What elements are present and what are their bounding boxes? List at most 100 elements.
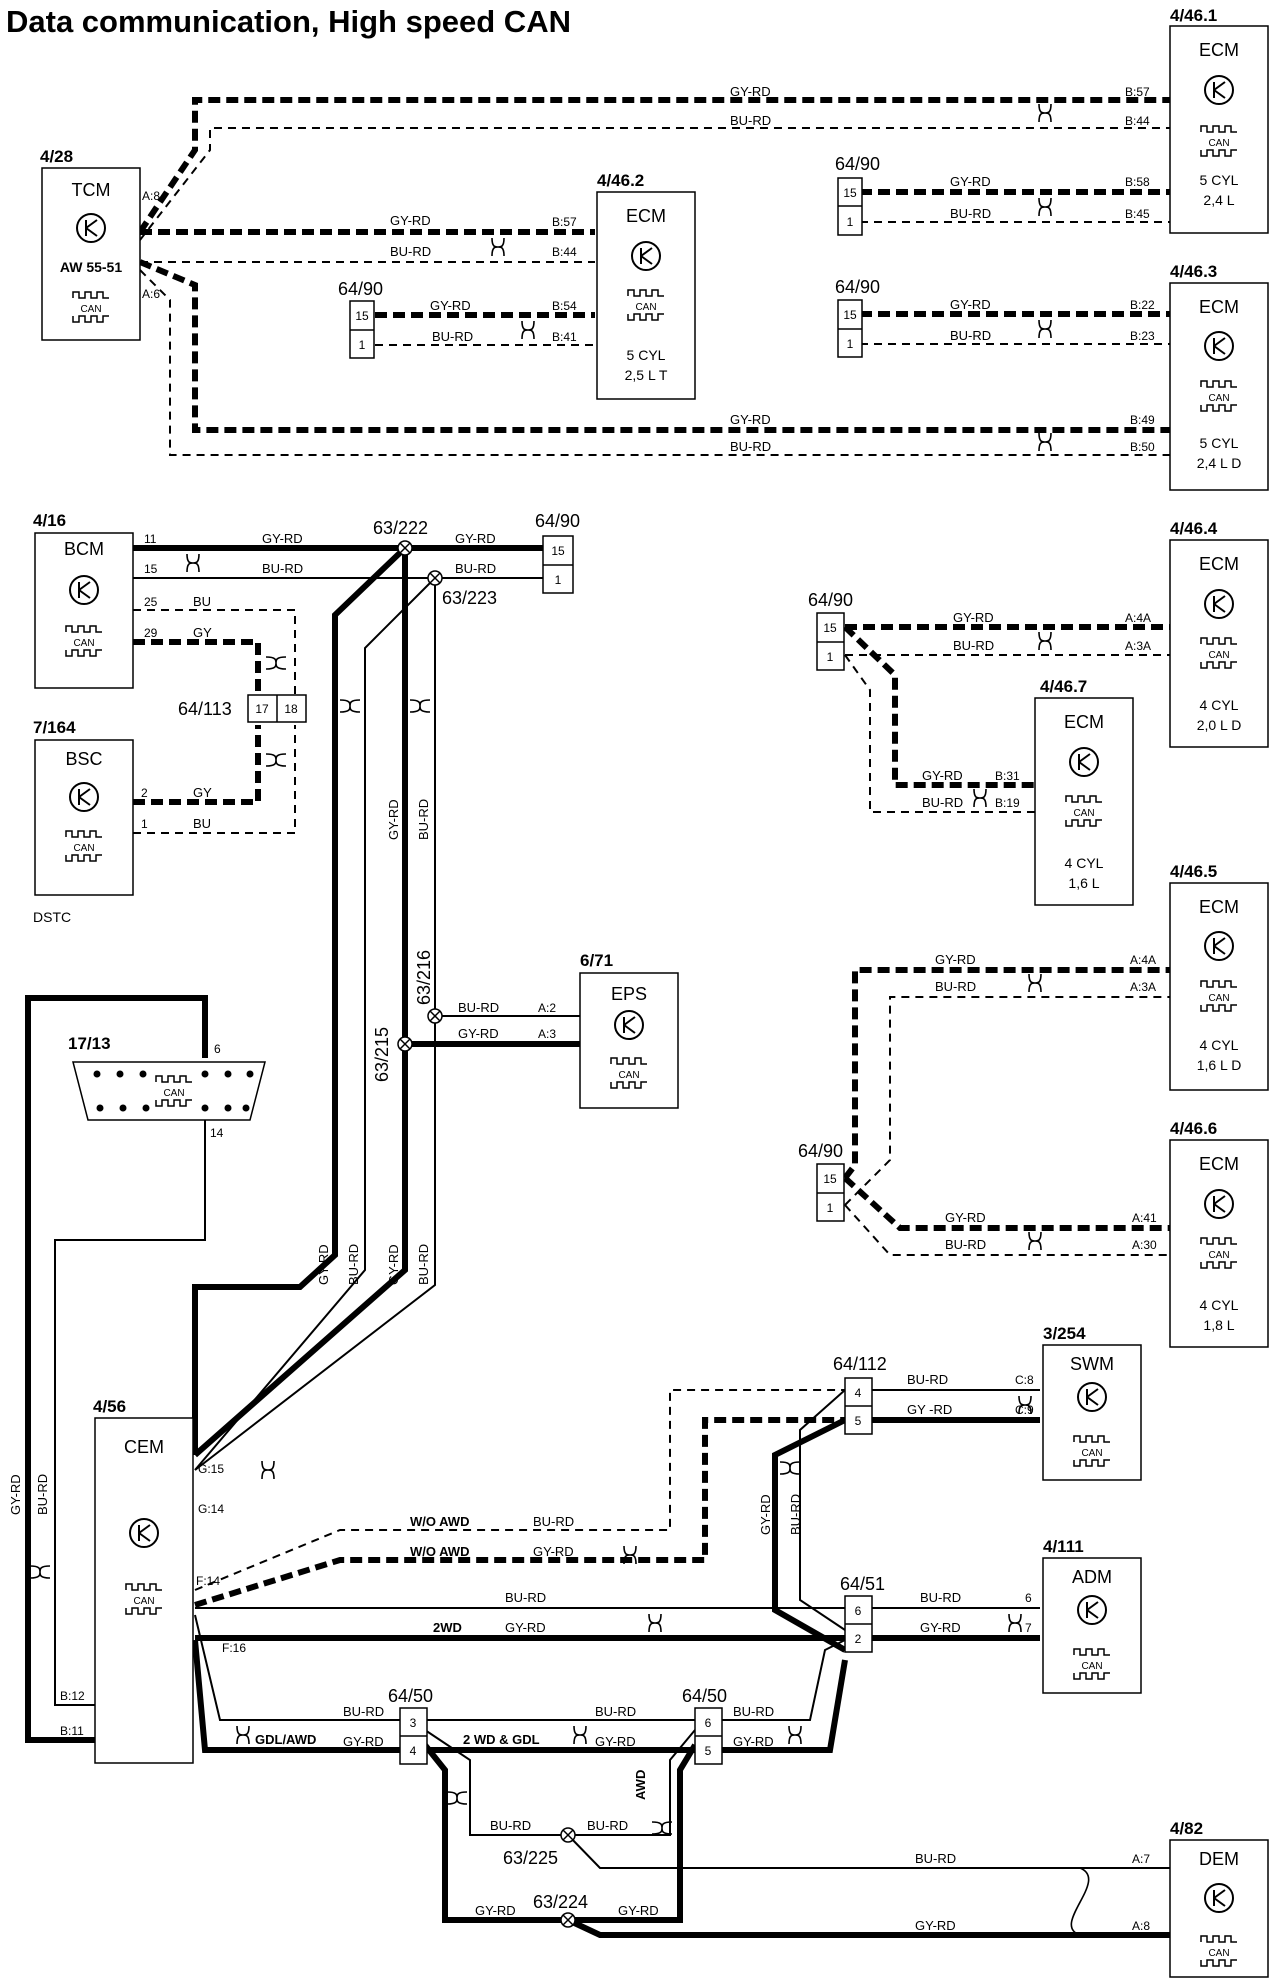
wire-label: BU-RD <box>730 439 771 454</box>
wire-label: BU-RD <box>920 1590 961 1605</box>
note-gdl-awd: GDL/AWD <box>255 1732 316 1747</box>
module-ref: 4/46.2 <box>597 171 644 190</box>
pin-label: A:8 <box>142 189 160 203</box>
pin-label: A:41 <box>1132 1211 1157 1225</box>
splice-63-224-label: 63/224 <box>533 1892 588 1912</box>
pin-label: C:8 <box>1015 1373 1034 1387</box>
wire-label: BU-RD <box>945 1237 986 1252</box>
wire-label: GY-RD <box>455 531 496 546</box>
wire-label: GY <box>193 625 212 640</box>
pin-label: A:8 <box>1132 1919 1150 1933</box>
module-ecm-4-46-6: 4/46.6 ECM CAN 4 CYL 1,8 L <box>1169 1119 1269 1348</box>
module-name: EPS <box>611 984 647 1004</box>
note-2wd: 2WD <box>433 1620 462 1635</box>
pin-label: B:57 <box>1125 85 1150 99</box>
wire-label: BU-RD <box>915 1851 956 1866</box>
pin-15: 15 <box>551 544 565 558</box>
wire-label: BU-RD <box>533 1514 574 1529</box>
pin-1: 1 <box>827 650 834 664</box>
module-variant: 2,0 L D <box>1197 717 1242 733</box>
pin-label: B:12 <box>60 1689 85 1703</box>
can-label: CAN <box>73 843 94 854</box>
module-name: ADM <box>1072 1567 1112 1587</box>
module-variant: 2,4 L D <box>1197 455 1242 471</box>
pin-1: 1 <box>359 338 366 352</box>
pin-labels: A:8 A:6 B:57 B:44 B:58 B:45 B:57 B:44 B:… <box>60 85 1157 1933</box>
pin-label: 15 <box>144 562 158 576</box>
module-variant: 4 CYL <box>1200 697 1239 713</box>
pin-4: 4 <box>855 1386 862 1400</box>
wire-label: BU-RD <box>950 328 991 343</box>
wire-labels: GY-RD BU-RD GY-RD BU-RD GY-RD BU-RD GY-R… <box>8 84 994 1933</box>
wire-label: BU-RD <box>416 799 431 840</box>
can-label: CAN <box>133 1596 154 1607</box>
module-bcm: 4/16 BCM CAN <box>33 511 134 689</box>
pin-label: A:3A <box>1125 639 1151 653</box>
wire-label: GY-RD <box>386 1244 401 1285</box>
wire-label: BU-RD <box>953 638 994 653</box>
pin-label: A:4A <box>1125 611 1151 625</box>
pin-label: B:49 <box>1130 413 1155 427</box>
pin-label: 11 <box>144 532 157 546</box>
module-ref: 4/46.3 <box>1170 262 1217 281</box>
module-dem: 4/82 DEM CAN <box>1169 1819 1269 1978</box>
wire-label: BU-RD <box>595 1704 636 1719</box>
can-label: CAN <box>163 1088 184 1099</box>
pin-1: 1 <box>555 573 562 587</box>
module-ref: 3/254 <box>1043 1324 1086 1343</box>
module-ecm-4-46-3: 4/46.3 ECM CAN 5 CYL 2,4 L D <box>1169 262 1269 491</box>
module-ecm-4-46-5: 4/46.5 ECM CAN 4 CYL 1,6 L D <box>1169 862 1269 1091</box>
wire-label: BU-RD <box>505 1590 546 1605</box>
pin-label: G:15 <box>198 1462 224 1476</box>
module-name: ECM <box>1199 1154 1239 1174</box>
pin-6: 6 <box>855 1604 862 1618</box>
splice-63-222-label: 63/222 <box>373 518 428 538</box>
module-name: ECM <box>1199 297 1239 317</box>
pin-14: 14 <box>210 1126 224 1140</box>
module-adm: 4/111 ADM CAN <box>1042 1537 1142 1694</box>
wire-label: BU-RD <box>262 561 303 576</box>
wire-label: GY <box>193 785 212 800</box>
can-label: CAN <box>635 302 656 313</box>
connector-64-90-label: 64/90 <box>835 277 880 297</box>
pin-label: 7 <box>1025 1621 1032 1635</box>
pin-label: B:54 <box>552 299 577 313</box>
note-wo-awd: W/O AWD <box>410 1544 469 1559</box>
wire-label: GY-RD <box>505 1620 546 1635</box>
wire-label: BU-RD <box>730 113 771 128</box>
wire-label: GY-RD <box>920 1620 961 1635</box>
module-eps: 6/71 EPS CAN <box>579 951 679 1109</box>
pin-label: B:23 <box>1130 329 1155 343</box>
module-name: ECM <box>1064 712 1104 732</box>
module-variant: 1,6 L D <box>1197 1057 1242 1073</box>
wire-label: GY-RD <box>953 610 994 625</box>
module-cem: 4/56 CEM CAN <box>93 1397 194 1764</box>
pin-label: G:14 <box>198 1502 224 1516</box>
module-swm: 3/254 SWM CAN <box>1042 1324 1142 1481</box>
wire-label: GY-RD <box>316 1244 331 1285</box>
module-name: SWM <box>1070 1354 1114 1374</box>
wire-label: GY-RD <box>950 174 991 189</box>
module-name: CEM <box>124 1437 164 1457</box>
wire-label: GY-RD <box>533 1544 574 1559</box>
wire-label: BU-RD <box>907 1372 948 1387</box>
pin-label: 1 <box>141 817 148 831</box>
can-label: CAN <box>1208 650 1229 661</box>
wire-label: BU <box>193 816 211 831</box>
pin-label: 25 <box>144 595 158 609</box>
wire-label: BU <box>193 594 211 609</box>
pin-17: 17 <box>255 702 269 716</box>
module-variant: 4 CYL <box>1200 1037 1239 1053</box>
module-ref: 4/46.4 <box>1170 519 1218 538</box>
pin-2: 2 <box>855 1632 862 1646</box>
can-label: CAN <box>1081 1661 1102 1672</box>
pin-label: B:31 <box>995 769 1020 783</box>
module-name: ECM <box>1199 554 1239 574</box>
pin-label: A:3A <box>1130 980 1156 994</box>
module-variant: 2,5 L T <box>625 367 668 383</box>
module-variant: 2,4 L <box>1203 192 1234 208</box>
can-label: CAN <box>73 638 94 649</box>
wire-label: BU-RD <box>788 1494 803 1535</box>
note-awd: AWD <box>633 1770 648 1800</box>
